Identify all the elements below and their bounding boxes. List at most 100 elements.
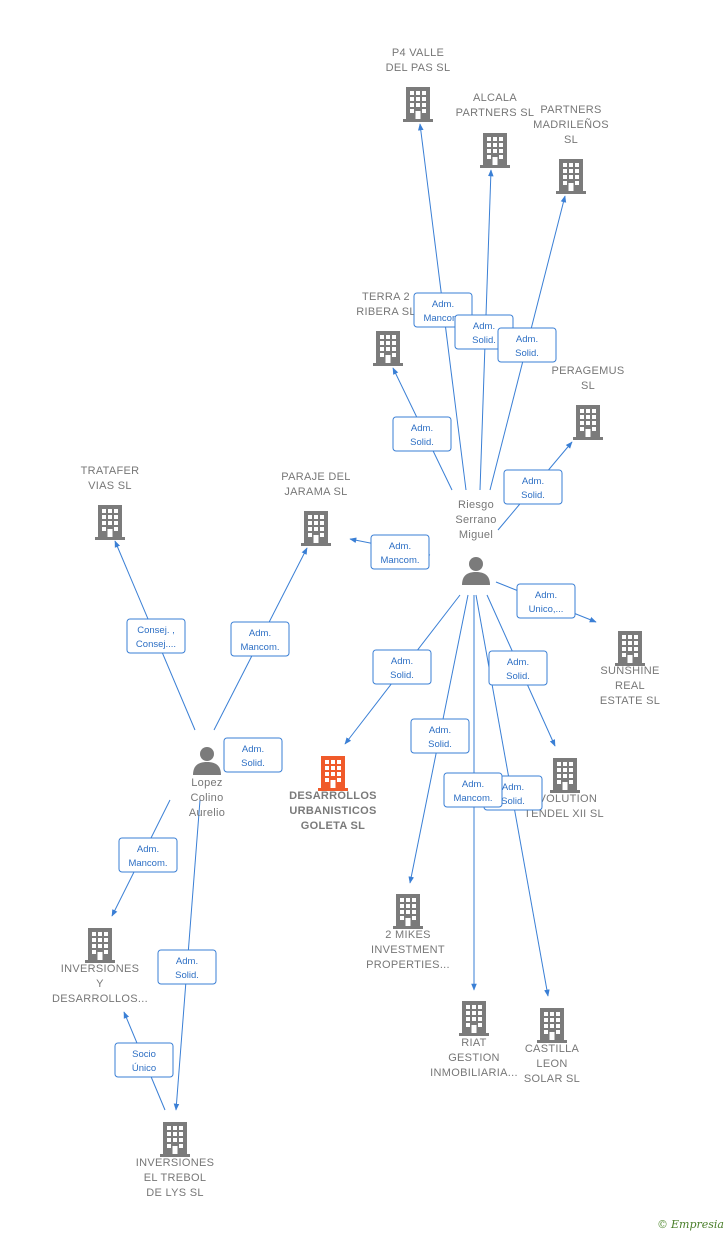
node-label: PARTNERS SL [456, 107, 535, 119]
role-box-riesgo-sunshine[interactable]: Adm.Unico,... [516, 583, 576, 619]
role-box-frame [370, 534, 430, 570]
role-text: Solid. [501, 796, 525, 807]
roles-layer: Adm.Mancom.Adm.Solid.Adm.Solid.Adm.Solid… [114, 292, 576, 1078]
node-label: Lopez [191, 777, 222, 789]
role-text: Adm. [411, 423, 433, 434]
role-box-riesgo-terra[interactable]: Adm. Solid. [392, 416, 452, 452]
node-label: TERRA 2 [362, 291, 410, 303]
role-text: Único [132, 1063, 156, 1074]
role-box-frame [157, 949, 217, 985]
node-label: INMOBILIARIA... [430, 1067, 518, 1079]
role-box-lopez-inversiones_y[interactable]: Adm.Mancom. [118, 837, 178, 873]
company-node-trebol[interactable]: INVERSIONES EL TREBOL DE LYS SL [136, 1122, 215, 1199]
person-icon [462, 557, 490, 585]
building-icon [160, 1122, 190, 1157]
node-label: GOLETA SL [301, 820, 365, 832]
role-box-lopez-trebol[interactable]: Adm.Solid. [157, 949, 217, 985]
role-box-frame [497, 327, 557, 363]
role-text: Solid. [506, 671, 530, 682]
role-text: Adm. [462, 779, 484, 790]
node-label: TRATAFER [81, 465, 140, 477]
role-text: Mancom. [423, 313, 462, 324]
role-text: Solid. [428, 739, 452, 750]
node-label: RIBERA SL [356, 306, 416, 318]
node-label: DESARROLLOS [289, 790, 377, 802]
role-box-frame [410, 718, 470, 754]
node-label: DESARROLLOS... [52, 993, 148, 1005]
role-box-frame [372, 649, 432, 685]
role-text: Adm. [391, 656, 413, 667]
company-node-terra[interactable]: TERRA 2 RIBERA SL [356, 291, 416, 366]
role-text: Solid. [472, 335, 496, 346]
node-label: DEL PAS SL [386, 62, 451, 74]
node-label: VIAS SL [88, 480, 132, 492]
role-text: Adm. [242, 744, 264, 755]
node-label: DE LYS SL [146, 1187, 204, 1199]
building-icon [301, 511, 331, 546]
building-icon [393, 894, 423, 929]
role-box-frame [223, 737, 283, 773]
node-label: Colino [191, 792, 224, 804]
node-label: RIAT [461, 1037, 486, 1049]
role-text: Adm. [522, 476, 544, 487]
role-text: Adm. [516, 334, 538, 345]
person-icon [193, 747, 221, 775]
role-box-riesgo-evolution[interactable]: Adm.Solid. [488, 650, 548, 686]
role-text: Socio [132, 1049, 156, 1060]
company-node-riat[interactable]: RIAT GESTION INMOBILIARIA... [430, 1001, 518, 1079]
role-box-riesgo-paraje[interactable]: Adm.Mancom. [370, 534, 430, 570]
node-label: INVERSIONES [136, 1157, 215, 1169]
node-label: ESTATE SL [600, 695, 660, 707]
role-box-lopez-paraje[interactable]: Adm.Mancom. [230, 621, 290, 657]
building-icon [480, 133, 510, 168]
role-box-frame [516, 583, 576, 619]
role-box-frame [488, 650, 548, 686]
role-box-frame [118, 837, 178, 873]
node-label: INVESTMENT [371, 944, 445, 956]
node-label: LEON [536, 1058, 567, 1070]
role-text: Adm. [432, 299, 454, 310]
node-label: REAL [615, 680, 645, 692]
node-label: Miguel [459, 529, 493, 541]
node-label: PROPERTIES... [366, 959, 450, 971]
role-box-riesgo-riat[interactable]: Adm.Mancom. [443, 772, 503, 808]
node-label: EL TREBOL [144, 1172, 207, 1184]
node-label: SL [581, 380, 595, 392]
company-node-mikes[interactable]: 2 MIKESINVESTMENTPROPERTIES... [366, 894, 450, 971]
role-text: Consej.... [136, 639, 176, 650]
company-node-tratafer[interactable]: TRATAFER VIAS SL [81, 465, 140, 540]
role-box-riesgo-peragemus[interactable]: Adm.Solid. [503, 469, 563, 505]
role-text: Solid. [410, 437, 434, 448]
role-box-lopez-desarrollos[interactable]: Adm.Solid. [223, 737, 283, 773]
footer-brand[interactable]: ©Empresia [657, 1218, 724, 1231]
building-icon [573, 405, 603, 440]
role-box-riesgo-desarrollos[interactable]: Adm.Solid. [372, 649, 432, 685]
node-label: Serrano [455, 514, 496, 526]
role-box-lopez-tratafer[interactable]: Consej. ,Consej.... [126, 618, 186, 654]
role-text: Adm. [137, 844, 159, 855]
role-text: Adm. [176, 956, 198, 967]
node-label: GESTION [448, 1052, 500, 1064]
role-box-riesgo-mikes[interactable]: Adm.Solid. [410, 718, 470, 754]
company-node-inversiones_y[interactable]: INVERSIONESYDESARROLLOS... [52, 928, 148, 1005]
node-label: PARTNERS [540, 104, 601, 116]
building-icon [556, 159, 586, 194]
role-box-riesgo-partners_madr[interactable]: Adm.Solid. [497, 327, 557, 363]
node-label: PARAJE DEL [281, 471, 350, 483]
role-text: Mancom. [240, 642, 279, 653]
brand-name: Empresia [671, 1218, 724, 1231]
